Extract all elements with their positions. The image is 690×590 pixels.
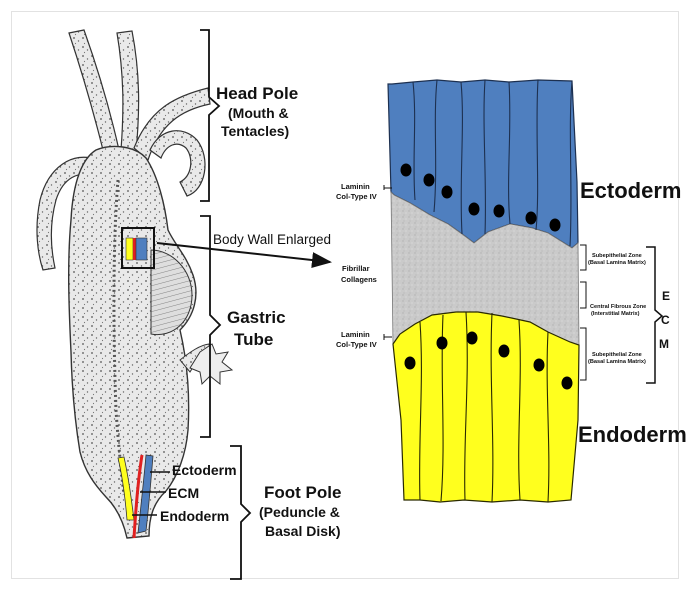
laminin-upper-line1: Laminin [341, 182, 370, 191]
foot-pole-subtitle-line2: Basal Disk) [265, 522, 340, 540]
enlarged-ectoderm-label: Ectoderm [580, 178, 681, 204]
gastric-tube-title-line1: Gastric [227, 307, 286, 328]
body-column [69, 146, 196, 538]
subepithelial-bot-line1: Subepithelial Zone [592, 352, 642, 359]
ecm-letter-c: C [661, 309, 670, 331]
laminin-upper-line2: Col-Type IV [336, 192, 377, 201]
head-pole-subtitle-line1: (Mouth & [228, 104, 289, 122]
central-fibrous-line1: Central Fibrous Zone [590, 304, 646, 311]
fibrillar-line2: Collagens [341, 275, 377, 284]
tentacle-middle [117, 31, 139, 152]
head-pole-subtitle-line2: Tentacles) [221, 122, 289, 140]
foot-endoderm-label: Endoderm [160, 507, 229, 525]
subepithelial-top-line2: (Basal Lamina Matrix) [588, 260, 646, 267]
subepithelial-top-line1: Subepithelial Zone [592, 253, 642, 260]
left-bracket-lines [384, 185, 392, 340]
enlarged-body-wall [388, 80, 579, 502]
foot-pole-subtitle-line1: (Peduncle & [259, 503, 340, 521]
tentacle-left [69, 30, 119, 150]
ecm-letter-m: M [659, 333, 669, 355]
foot-ectoderm-label: Ectoderm [172, 461, 237, 479]
fibrillar-line1: Fibrillar [342, 264, 370, 273]
ecm-outer-brace [646, 247, 662, 383]
foot-ecm-label: ECM [168, 484, 199, 502]
ecm-brace [580, 245, 586, 380]
subepithelial-bot-line2: (Basal Lamina Matrix) [588, 359, 646, 366]
laminin-lower-line2: Col-Type IV [336, 340, 377, 349]
ecm-letter-e: E [662, 285, 670, 307]
body-wall-enlarged-label: Body Wall Enlarged [213, 232, 331, 247]
foot-pole-title: Foot Pole [264, 482, 341, 503]
head-pole-title: Head Pole [216, 83, 298, 104]
central-fibrous-line2: (Interstitial Matrix) [591, 311, 640, 318]
laminin-lower-line1: Laminin [341, 330, 370, 339]
gastric-tube-title-line2: Tube [234, 329, 273, 350]
enlarged-endoderm-label: Endoderm [578, 422, 687, 448]
